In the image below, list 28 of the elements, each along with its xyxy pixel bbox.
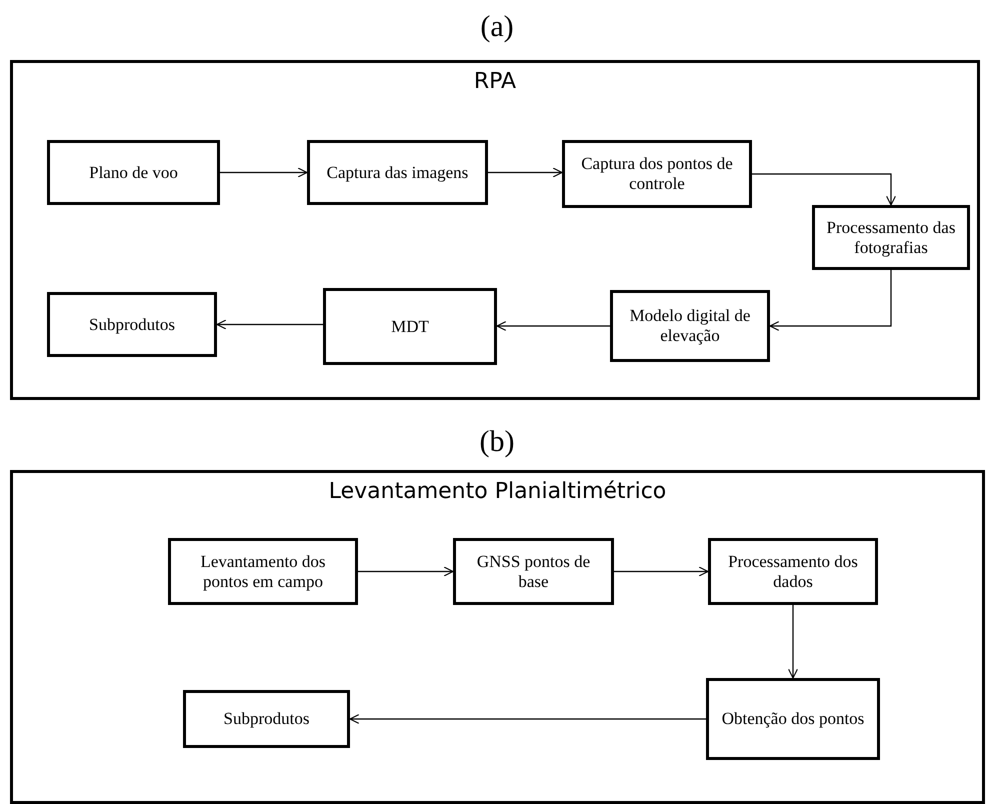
arrow [488, 167, 563, 178]
process-box: Captura das imagens [307, 140, 488, 205]
arrow [358, 566, 454, 577]
arrow [788, 605, 798, 679]
process-box: Processamento das fotografias [812, 205, 970, 270]
arrow [769, 270, 892, 332]
process-box: GNSS pontos de base [453, 538, 614, 605]
panel-frame [10, 60, 980, 400]
arrow [216, 319, 323, 330]
process-box: Plano de voo [47, 140, 220, 205]
panel-title: RPA [472, 69, 518, 94]
arrow [614, 566, 709, 577]
process-box: Subprodutos [183, 690, 350, 748]
process-box: MDT [323, 288, 497, 365]
process-box: Captura dos pontos de controle [562, 140, 752, 208]
panel-frame [10, 470, 985, 804]
process-box: Processamento dos dados [708, 538, 878, 605]
panel-title: Levantamento Planialtimétrico [328, 479, 668, 504]
arrow [220, 167, 308, 178]
process-box: Levantamento dos pontos em campo [168, 538, 358, 605]
process-box: Modelo digital de elevação [610, 290, 770, 362]
arrow [349, 714, 706, 724]
panel-label: (b) [480, 425, 514, 459]
process-box: Obtenção dos pontos [706, 678, 880, 760]
arrow [752, 173, 896, 206]
arrow [496, 320, 610, 332]
process-box: Subprodutos [47, 292, 217, 357]
panel-label: (a) [480, 10, 514, 44]
